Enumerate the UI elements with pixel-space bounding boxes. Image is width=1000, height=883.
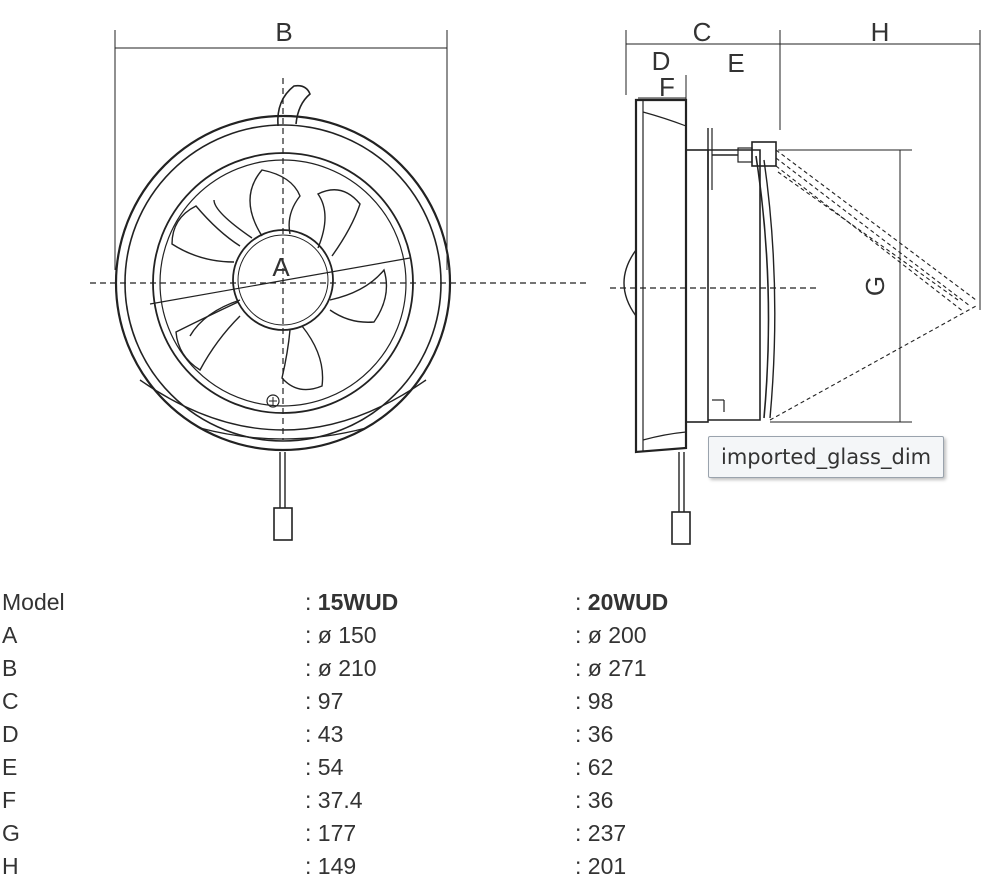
- table-row: F : 37.4 : 36: [2, 784, 775, 817]
- glass-dimension-tooltip: imported_glass_dim: [708, 436, 945, 478]
- table-row: H : 149 : 201: [2, 850, 775, 883]
- table-row: C : 97 : 98: [2, 685, 775, 718]
- label-c: C: [693, 17, 712, 47]
- row-value-model-2: : 36: [575, 787, 614, 813]
- table-row: E : 54 : 62: [2, 751, 775, 784]
- row-label: B: [2, 652, 305, 685]
- header-label: Model: [2, 589, 65, 615]
- row-label: E: [2, 751, 305, 784]
- row-value-model-1-text: 149: [317, 853, 357, 879]
- table-row: A : ø 150 : ø 200: [2, 619, 775, 652]
- row-label-text: G: [2, 820, 20, 846]
- row-value-model-1: : ø 150: [305, 622, 377, 648]
- row-label-text: F: [2, 787, 17, 813]
- row-label: C: [2, 685, 305, 718]
- row-label-text: B: [2, 655, 18, 681]
- side-view: [610, 30, 981, 545]
- row-value-model-2: : ø 200: [575, 622, 647, 648]
- row-label: D: [2, 718, 305, 751]
- row-value-model-2: : 36: [575, 721, 614, 747]
- row-value-model-2: : 98: [575, 688, 614, 714]
- table-header-row: Model : 15WUD : 20WUD: [2, 586, 775, 619]
- row-label-text: C: [2, 688, 19, 714]
- row-value-model-1: : ø 210: [305, 655, 377, 681]
- header-model-2: : 20WUD: [575, 589, 669, 615]
- row-value-model-1-text: ø 210: [317, 655, 377, 681]
- row-value-model-1: : 177: [305, 820, 357, 846]
- row-label-text: A: [2, 622, 18, 648]
- row-value-model-2-text: ø 271: [587, 655, 647, 681]
- row-value-model-2-text: 237: [587, 820, 627, 846]
- row-value-model-1-text: ø 150: [317, 622, 377, 648]
- label-e: E: [727, 48, 744, 78]
- row-label-text: H: [2, 853, 19, 879]
- row-value-model-2-text: 98: [587, 688, 614, 714]
- row-label: F: [2, 784, 305, 817]
- row-label: H: [2, 850, 305, 883]
- label-d: D: [652, 46, 671, 76]
- row-value-model-1-text: 43: [317, 721, 344, 747]
- row-value-model-2-text: 36: [587, 721, 614, 747]
- label-f: F: [659, 72, 675, 102]
- header-model-2-text: 20WUD: [587, 589, 669, 615]
- table-row: B : ø 210 : ø 271: [2, 652, 775, 685]
- row-value-model-1-text: 177: [317, 820, 357, 846]
- row-value-model-2: : 62: [575, 754, 614, 780]
- header-model-1: : 15WUD: [305, 589, 399, 615]
- label-b: B: [275, 17, 292, 47]
- header-model-1-text: 15WUD: [317, 589, 399, 615]
- row-value-model-1: : 149: [305, 853, 357, 879]
- row-label: A: [2, 619, 305, 652]
- row-value-model-2-text: 36: [587, 787, 614, 813]
- row-label-text: E: [2, 754, 18, 780]
- row-value-model-2: : 201: [575, 853, 627, 879]
- label-h: H: [871, 17, 890, 47]
- fan-dimension-drawing: B A C D E F H G: [90, 17, 981, 545]
- row-value-model-1: : 37.4: [305, 787, 363, 813]
- row-value-model-2-text: ø 200: [587, 622, 647, 648]
- row-value-model-1: : 97: [305, 688, 344, 714]
- row-value-model-1-text: 54: [317, 754, 344, 780]
- row-value-model-1: : 43: [305, 721, 344, 747]
- row-label: G: [2, 817, 305, 850]
- row-value-model-1-text: 97: [317, 688, 344, 714]
- label-g: G: [860, 276, 890, 296]
- front-view: [90, 30, 590, 541]
- row-value-model-2: : 237: [575, 820, 627, 846]
- row-value-model-2: : ø 271: [575, 655, 647, 681]
- table-row: G : 177 : 237: [2, 817, 775, 850]
- row-value-model-2-text: 201: [587, 853, 627, 879]
- row-value-model-1-text: 37.4: [317, 787, 363, 813]
- row-value-model-1: : 54: [305, 754, 344, 780]
- table-row: D : 43 : 36: [2, 718, 775, 751]
- label-a: A: [272, 252, 290, 282]
- row-value-model-2-text: 62: [587, 754, 614, 780]
- row-label-text: D: [2, 721, 19, 747]
